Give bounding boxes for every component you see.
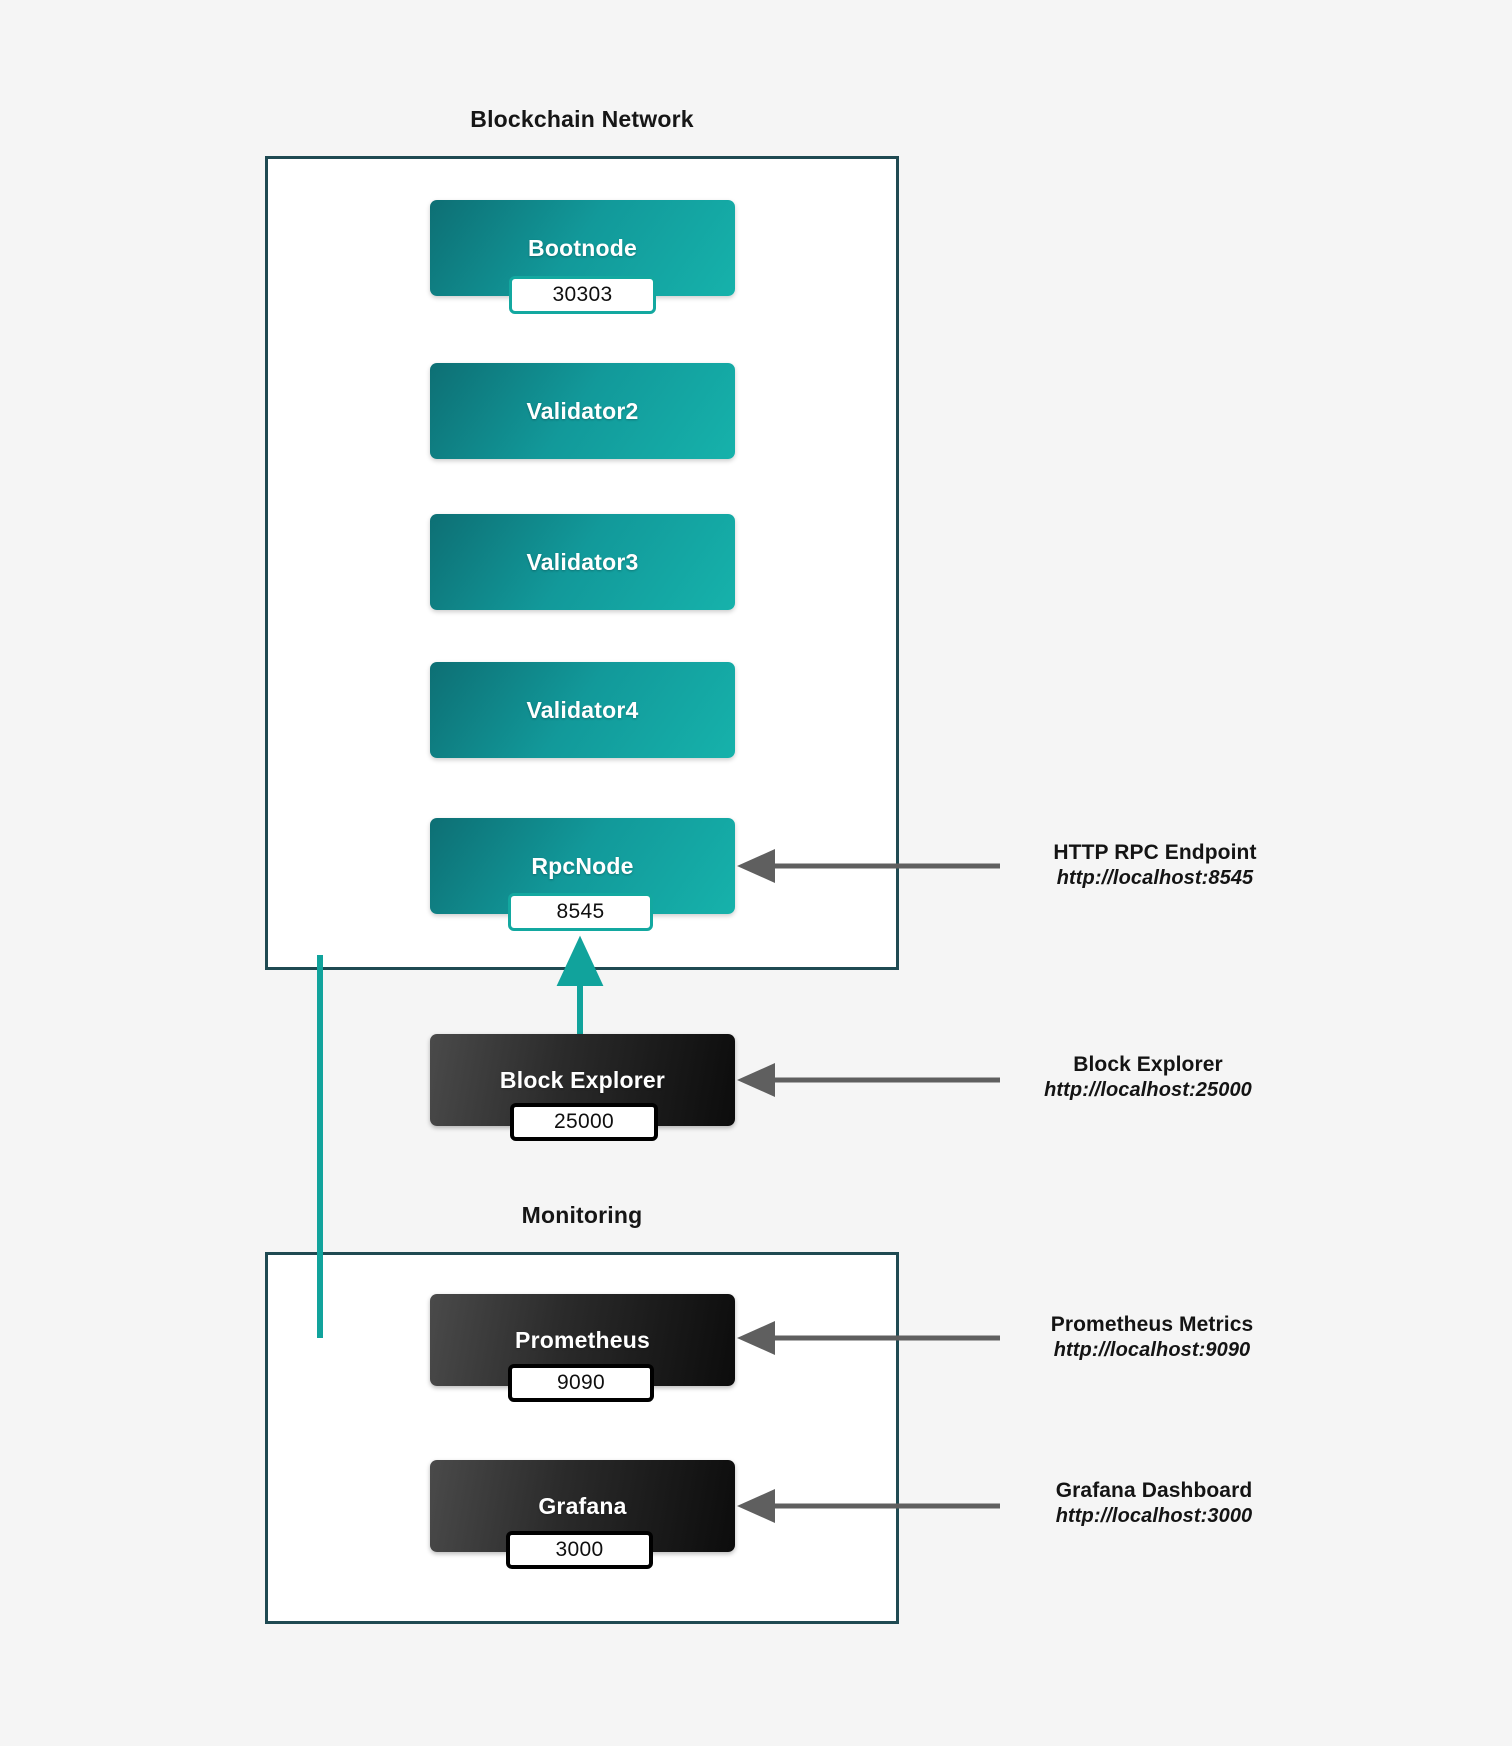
node-validator2[interactable]: Validator2 [430,363,735,459]
node-validator2-label: Validator2 [526,397,639,424]
annotation-prometheus-title: Prometheus Metrics [1050,1313,1254,1336]
node-validator3-label: Validator3 [526,548,639,575]
port-badge-rpcnode: 8545 [508,893,653,931]
annotation-prometheus-metrics: Prometheus Metrics http://localhost:9090 [1032,1312,1272,1362]
port-badge-grafana: 3000 [506,1531,653,1569]
node-prometheus-label: Prometheus [515,1326,650,1353]
node-rpcnode-label: RpcNode [531,852,634,879]
node-validator3[interactable]: Validator3 [430,514,735,610]
port-badge-bootnode: 30303 [509,276,656,314]
annotation-http-rpc-endpoint: HTTP RPC Endpoint http://localhost:8545 [1035,840,1275,890]
group-title-monitoring: Monitoring [521,1202,643,1228]
port-badge-block-explorer: 25000 [510,1103,658,1141]
node-bootnode-label: Bootnode [528,234,637,261]
group-title-blockchain-network: Blockchain Network [470,106,694,132]
port-badge-prometheus: 9090 [508,1364,654,1402]
annotation-explorer-title: Block Explorer [1073,1053,1223,1076]
annotation-grafana-dashboard: Grafana Dashboard http://localhost:3000 [1034,1478,1274,1528]
node-grafana-label: Grafana [538,1492,627,1519]
annotation-grafana-url[interactable]: http://localhost:3000 [1055,1504,1253,1527]
node-block-explorer-label: Block Explorer [499,1066,666,1093]
annotation-grafana-title: Grafana Dashboard [1055,1479,1253,1502]
annotation-prometheus-url[interactable]: http://localhost:9090 [1053,1338,1251,1361]
annotation-explorer-url[interactable]: http://localhost:25000 [1044,1078,1252,1101]
node-validator4-label: Validator4 [526,696,639,723]
annotation-rpc-url[interactable]: http://localhost:8545 [1056,866,1254,889]
annotation-block-explorer: Block Explorer http://localhost:25000 [1028,1052,1268,1102]
annotation-rpc-title: HTTP RPC Endpoint [1053,841,1257,864]
node-validator4[interactable]: Validator4 [430,662,735,758]
